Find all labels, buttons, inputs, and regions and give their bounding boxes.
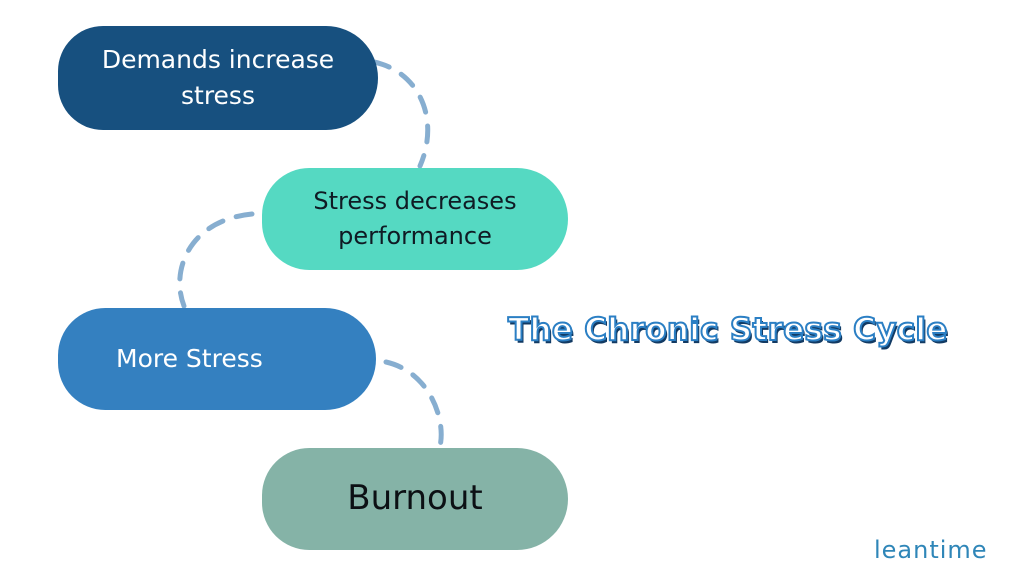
diagram-title: The Chronic Stress Cycle bbox=[507, 311, 948, 349]
step-more-stress: More Stress bbox=[58, 308, 376, 410]
step-1-text: Demands increase stress bbox=[102, 42, 334, 115]
step-2-text: Stress decreases performance bbox=[313, 184, 516, 254]
step-4-label: Burnout bbox=[347, 478, 483, 519]
step-demands-increase-stress: Demands increase stress bbox=[58, 26, 378, 130]
step-2-line-2: performance bbox=[338, 222, 492, 250]
step-1-line-2: stress bbox=[181, 81, 255, 110]
step-burnout: Burnout bbox=[262, 448, 568, 550]
step-stress-decreases-performance: Stress decreases performance bbox=[262, 168, 568, 270]
step-3-label: More Stress bbox=[116, 343, 263, 373]
step-2-line-1: Stress decreases bbox=[313, 187, 517, 216]
brand-logo: leantime bbox=[874, 536, 988, 564]
connector-2-to-3 bbox=[177, 211, 255, 309]
step-1-line-1: Demands increase bbox=[101, 44, 335, 74]
connector-1-to-2 bbox=[371, 59, 431, 169]
connector-3-to-4 bbox=[383, 359, 444, 449]
